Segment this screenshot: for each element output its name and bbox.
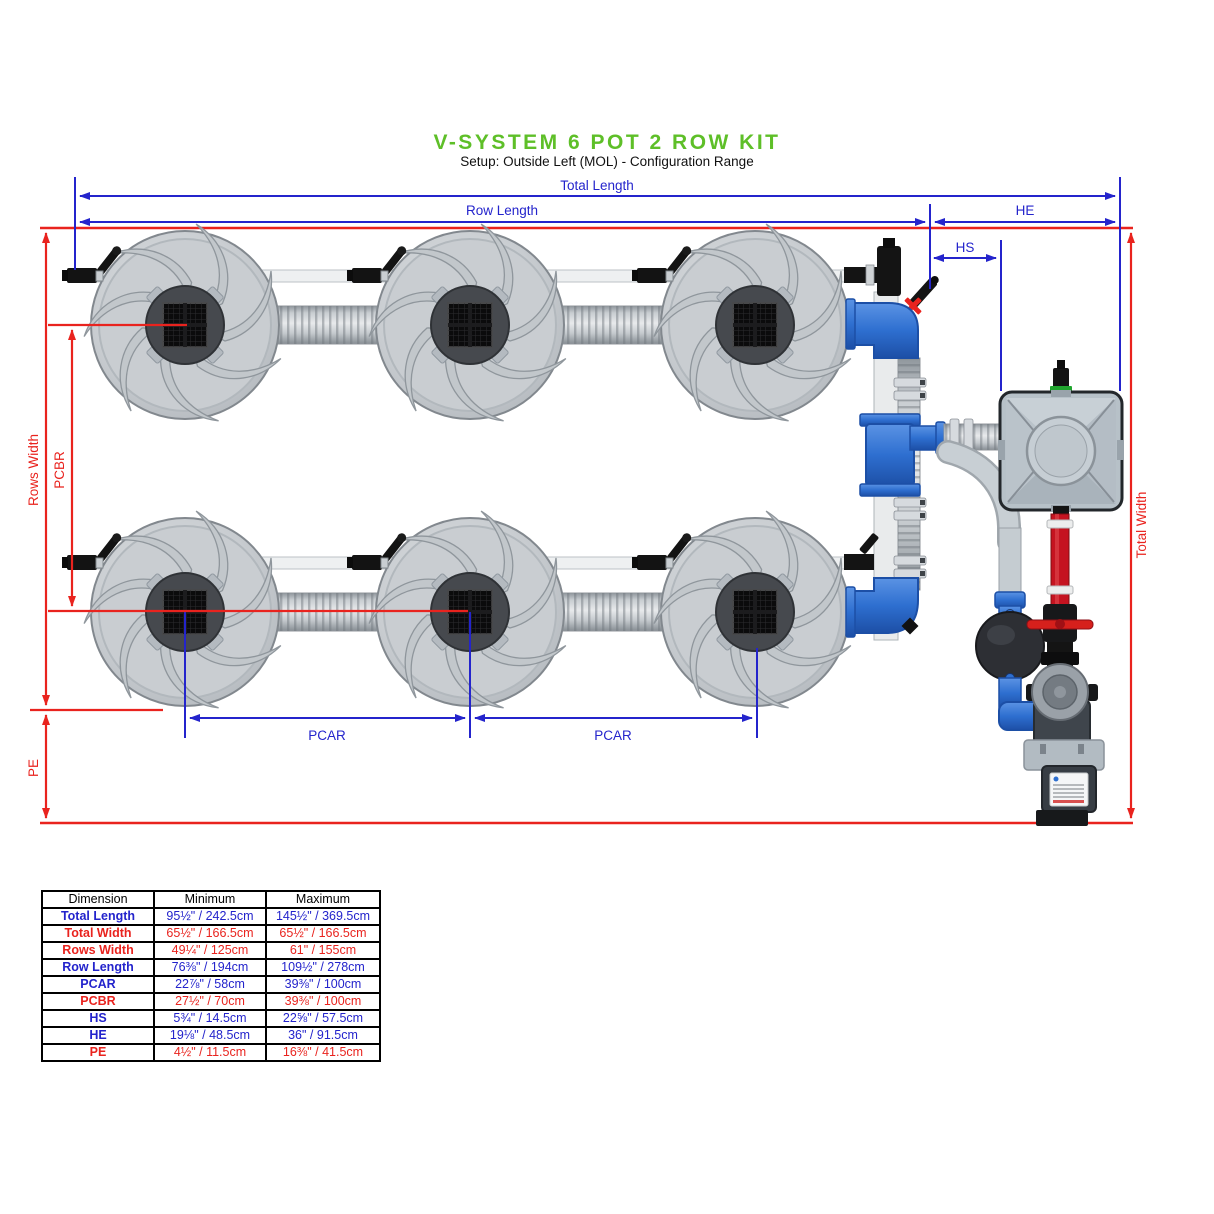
dim-max: 22⅝" / 57.5cm xyxy=(265,1009,381,1028)
width-dimensions xyxy=(30,232,1135,819)
dim-name: Total Width xyxy=(41,924,155,943)
rows-width-label: Rows Width xyxy=(26,434,41,506)
dim-name: PCAR xyxy=(41,975,155,994)
total-width-label: Total Width xyxy=(1134,492,1149,559)
length-dimensions xyxy=(74,177,1121,738)
table-row: Total Length 95½" / 242.5cm 145½" / 369.… xyxy=(41,907,381,926)
dim-name: PCBR xyxy=(41,992,155,1011)
col-header-dimension: Dimension xyxy=(41,890,155,909)
pump-base xyxy=(1036,810,1088,826)
width-dimension-labels: Rows Width PCBR PE Total Width xyxy=(26,434,1149,777)
dim-max: 39⅜" / 100cm xyxy=(265,992,381,1011)
table-row: Total Width 65½" / 166.5cm 65½" / 166.5c… xyxy=(41,924,381,943)
table-row: PCAR 22⅞" / 58cm 39⅜" / 100cm xyxy=(41,975,381,994)
dim-max: 109½" / 278cm xyxy=(265,958,381,977)
controller xyxy=(1041,765,1097,813)
row-length-label: Row Length xyxy=(466,203,538,218)
dim-min: 27½" / 70cm xyxy=(153,992,267,1011)
pcar-right-label: PCAR xyxy=(594,728,632,743)
dim-max: 16⅜" / 41.5cm xyxy=(265,1043,381,1062)
table-row: HE 19⅛" / 48.5cm 36" / 91.5cm xyxy=(41,1026,381,1045)
dim-min: 4½" / 11.5cm xyxy=(153,1043,267,1062)
dim-name: Row Length xyxy=(41,958,155,977)
length-dimension-labels: Total Length Row Length HE HS PCAR PCAR xyxy=(308,178,1034,743)
pump-assembly xyxy=(975,513,1105,826)
dim-min: 76⅜" / 194cm xyxy=(153,958,267,977)
manifold xyxy=(844,238,946,641)
dim-name: Total Length xyxy=(41,907,155,926)
dim-min: 95½" / 242.5cm xyxy=(153,907,267,926)
diagram-subtitle: Setup: Outside Left (MOL) - Configuratio… xyxy=(460,154,754,169)
dim-min: 22⅞" / 58cm xyxy=(153,975,267,994)
pot-row-1 xyxy=(82,222,853,423)
he-label: HE xyxy=(1016,203,1035,218)
pot-row-2 xyxy=(82,509,853,710)
pcar-left-label: PCAR xyxy=(308,728,346,743)
pcbr-label: PCBR xyxy=(52,451,67,489)
hs-label: HS xyxy=(956,240,975,255)
dim-max: 65½" / 166.5cm xyxy=(265,924,381,943)
dim-min: 5¾" / 14.5cm xyxy=(153,1009,267,1028)
dim-min: 49¼" / 125cm xyxy=(153,941,267,960)
table-header-row: Dimension Minimum Maximum xyxy=(41,890,381,909)
table-row: Row Length 76⅜" / 194cm 109½" / 278cm xyxy=(41,958,381,977)
system-diagram: Total Length Row Length HE HS PCAR PCAR … xyxy=(26,177,1149,826)
width-frame-lines xyxy=(40,226,1133,825)
table-row: PE 4½" / 11.5cm 16⅜" / 41.5cm xyxy=(41,1043,381,1062)
dim-max: 145½" / 369.5cm xyxy=(265,907,381,926)
reservoir-feed-pipe xyxy=(936,418,1021,554)
col-header-minimum: Minimum xyxy=(153,890,267,909)
dim-max: 39⅜" / 100cm xyxy=(265,975,381,994)
dim-name: Rows Width xyxy=(41,941,155,960)
drain-pipe xyxy=(998,527,1022,601)
pe-label: PE xyxy=(26,759,41,777)
table-row: HS 5¾" / 14.5cm 22⅝" / 57.5cm xyxy=(41,1009,381,1028)
diagram-title: V-SYSTEM 6 POT 2 ROW KIT xyxy=(433,131,781,154)
dim-max: 61" / 155cm xyxy=(265,941,381,960)
dimension-table: Dimension Minimum Maximum Total Length 9… xyxy=(41,890,381,1062)
table-row: Rows Width 49¼" / 125cm 61" / 155cm xyxy=(41,941,381,960)
total-length-label: Total Length xyxy=(560,178,634,193)
dim-max: 36" / 91.5cm xyxy=(265,1026,381,1045)
table-row: PCBR 27½" / 70cm 39⅜" / 100cm xyxy=(41,992,381,1011)
dim-name: PE xyxy=(41,1043,155,1062)
dim-min: 19⅛" / 48.5cm xyxy=(153,1026,267,1045)
col-header-maximum: Maximum xyxy=(265,890,381,909)
reservoir xyxy=(998,360,1124,522)
dim-min: 65½" / 166.5cm xyxy=(153,924,267,943)
dim-name: HE xyxy=(41,1026,155,1045)
dim-name: HS xyxy=(41,1009,155,1028)
